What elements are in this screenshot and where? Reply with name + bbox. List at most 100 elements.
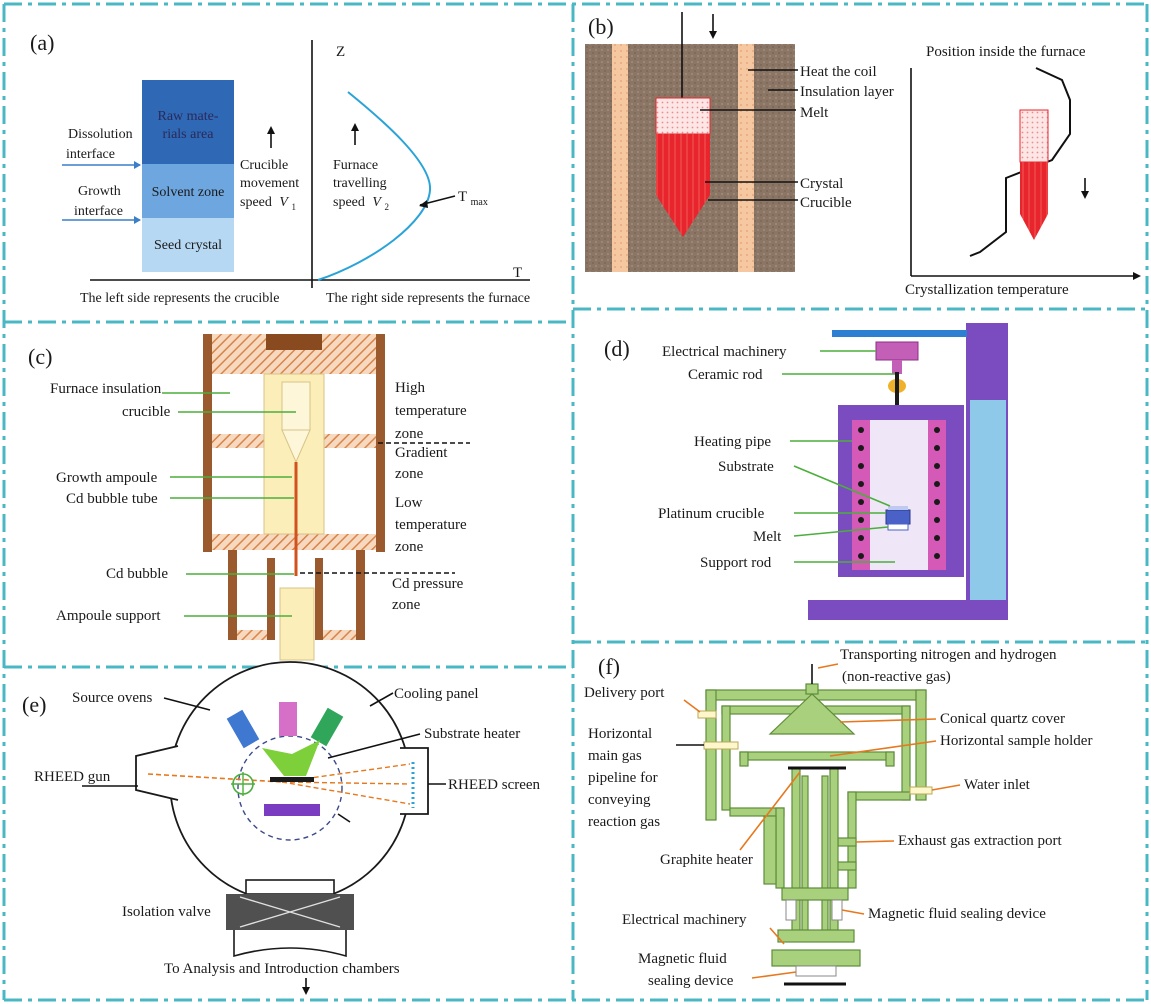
heating-element-dot bbox=[858, 463, 864, 469]
panel-a-tag: (a) bbox=[30, 30, 54, 55]
furnace-insulation-label: Furnace insulation bbox=[50, 381, 162, 397]
heating-element-dot bbox=[858, 553, 864, 559]
rheed-screen-port bbox=[400, 747, 429, 815]
panel-e: (e) Source ovens bbox=[22, 661, 541, 995]
water-inlet-leader bbox=[931, 784, 961, 791]
crucible-speed-v: V bbox=[279, 195, 289, 210]
conical-cover-leader bbox=[839, 718, 937, 723]
motor-shaft bbox=[892, 360, 902, 374]
cooling-panel-leader bbox=[369, 692, 394, 707]
heating-element-dot bbox=[934, 463, 940, 469]
conical-cover-label: Conical quartz cover bbox=[940, 711, 1065, 727]
magnetic-seal-leader-2 bbox=[751, 971, 797, 979]
magnetic-seal-upper-right bbox=[831, 899, 843, 921]
heating-element-dot bbox=[934, 427, 940, 433]
magnetic-seal-leader-1 bbox=[841, 909, 865, 915]
high-zone-2: temperature bbox=[395, 403, 467, 419]
support-right-wall bbox=[356, 550, 365, 640]
inner-crucible-highlight bbox=[281, 381, 311, 431]
furnace-left-wall bbox=[203, 334, 212, 552]
source-oven-1 bbox=[226, 709, 260, 749]
raw-materials-label-1: Raw mate- bbox=[157, 109, 218, 124]
source-ovens-leader bbox=[163, 697, 211, 711]
rheed-beam-diffracted-3 bbox=[281, 781, 411, 805]
gradient-zone-1: Gradient bbox=[395, 445, 448, 461]
right-side-caption: The right side represents the furnace bbox=[326, 291, 530, 306]
platinum-crucible bbox=[885, 509, 911, 525]
support-right-inner bbox=[315, 558, 323, 640]
transport-gas-label-2: (non-reactive gas) bbox=[842, 669, 951, 685]
heat-coil-right bbox=[738, 44, 754, 272]
magnetic-seal-label-2a: Magnetic fluid bbox=[638, 951, 727, 967]
crucible-speed-3: speed bbox=[240, 195, 272, 210]
panel-b: (b) Heat the coil Insulation layer Melt … bbox=[585, 12, 1141, 298]
position-axis-label: Position inside the furnace bbox=[926, 44, 1086, 60]
raw-materials-zone bbox=[142, 80, 234, 164]
heating-element-dot bbox=[858, 517, 864, 523]
heating-element-dot bbox=[934, 481, 940, 487]
substrate-d-label: Substrate bbox=[718, 459, 774, 475]
heating-element-dot bbox=[934, 445, 940, 451]
support-bottom-left bbox=[237, 630, 267, 640]
tmax-label: T bbox=[458, 189, 467, 205]
top-beam bbox=[832, 330, 967, 337]
furnace-speed-1: Furnace bbox=[333, 158, 378, 173]
heating-element-dot bbox=[934, 553, 940, 559]
substrate-d-leader bbox=[793, 465, 891, 507]
substrate-plate bbox=[888, 506, 908, 510]
rheed-screen-label: RHEED screen bbox=[448, 777, 541, 793]
profile-melt bbox=[1019, 109, 1049, 163]
crystal-label: Crystal bbox=[800, 176, 843, 192]
substrate-heater-label: Substrate heater bbox=[424, 726, 520, 742]
heating-element-dot bbox=[858, 499, 864, 505]
svg-text:speed V 1: speed V 1 bbox=[240, 195, 296, 212]
delivery-port bbox=[697, 710, 717, 719]
cd-bubble-label: Cd bubble bbox=[106, 566, 168, 582]
cvd-reactor-frame bbox=[705, 683, 927, 967]
temperature-profile-curve bbox=[317, 91, 432, 281]
panel-a-t-label: T bbox=[513, 265, 522, 281]
source-oven-3 bbox=[310, 707, 344, 747]
insulation-label: Insulation layer bbox=[800, 84, 894, 100]
svg-text:T max: T max bbox=[458, 189, 488, 208]
crucible-speed-2: movement bbox=[240, 176, 299, 191]
motor-box bbox=[875, 341, 919, 361]
furnace-speed-v: V bbox=[372, 195, 382, 210]
water-inlet-label: Water inlet bbox=[964, 777, 1031, 793]
transport-gas-label-1: Transporting nitrogen and hydrogen bbox=[840, 647, 1057, 663]
gradient-zone-2: zone bbox=[395, 466, 424, 482]
melt-pool bbox=[887, 523, 909, 531]
main-gas-label-5: reaction gas bbox=[588, 814, 660, 830]
substrate-holder bbox=[270, 777, 314, 782]
furnace-temperature-profile bbox=[969, 67, 1071, 257]
panel-a: (a) Z T Raw mate- rials area Solvent zon… bbox=[30, 30, 530, 306]
exhaust-label: Exhaust gas extraction port bbox=[898, 833, 1063, 849]
furnace-speed-2: travelling bbox=[333, 176, 387, 191]
electrical-machinery-d-label: Electrical machinery bbox=[662, 344, 787, 360]
dissolution-label-1: Dissolution bbox=[68, 127, 133, 142]
conical-quartz-cover bbox=[768, 693, 856, 735]
furnace-speed-3: speed bbox=[333, 195, 365, 210]
dissolution-label-2: interface bbox=[66, 147, 115, 162]
low-zone-3: zone bbox=[395, 539, 424, 555]
melt-label: Melt bbox=[800, 105, 829, 121]
platinum-crucible-label: Platinum crucible bbox=[658, 506, 765, 522]
cd-bubble-tube-label: Cd bubble tube bbox=[66, 491, 158, 507]
heating-element-dot bbox=[934, 499, 940, 505]
source-ovens-label: Source ovens bbox=[72, 690, 153, 706]
rheed-beam bbox=[147, 773, 283, 783]
raw-materials-label-2: rials area bbox=[163, 127, 215, 142]
sample-holder-label: Horizontal sample holder bbox=[940, 733, 1092, 749]
panel-c: (c) Furnace insulation crucible Growth a… bbox=[28, 334, 470, 661]
high-zone-3: zone bbox=[395, 426, 424, 442]
main-gas-label-4: conveying bbox=[588, 792, 651, 808]
exhaust-leader bbox=[855, 840, 895, 843]
growth-label-2: interface bbox=[74, 204, 123, 219]
high-zone-1: High bbox=[395, 380, 426, 396]
furnace-speed-sub: 2 bbox=[384, 202, 389, 212]
water-inlet-port bbox=[909, 786, 933, 795]
rheed-beam-diffracted-2 bbox=[281, 781, 411, 785]
ampoule-support-label: Ampoule support bbox=[56, 608, 161, 624]
substrate-pointer bbox=[337, 813, 351, 823]
main-gas-label-1: Horizontal bbox=[588, 726, 652, 742]
